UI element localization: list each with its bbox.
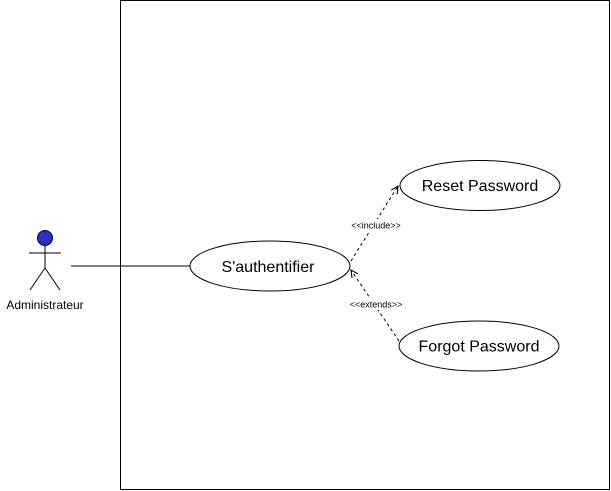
use-case-authenticate-label: S'authentifier	[222, 259, 316, 276]
actor-head	[37, 230, 53, 246]
actor-administrateur[interactable]: Administrateur	[6, 230, 84, 313]
use-case-authenticate[interactable]: S'authentifier	[189, 240, 351, 292]
use-case-authenticate-ellipse	[189, 240, 351, 292]
include-label: <<include>>	[351, 221, 401, 231]
use-case-reset-password-ellipse	[399, 160, 561, 211]
system-boundary	[120, 0, 610, 490]
actor-left-leg	[29, 267, 46, 291]
actor-right-leg	[44, 267, 61, 291]
actor-label: Administrateur	[6, 298, 83, 312]
use-case-forgot-password-label: Forgot Password	[419, 339, 540, 356]
use-case-forgot-password-ellipse	[398, 320, 560, 372]
extends-label: <<extends>>	[350, 300, 403, 310]
extends-label-bg	[342, 298, 410, 310]
use-case-reset-password[interactable]: Reset Password	[399, 160, 561, 211]
include-label-bg	[343, 219, 409, 231]
use-case-forgot-password[interactable]: Forgot Password	[398, 320, 560, 372]
use-case-reset-password-label: Reset Password	[422, 178, 539, 195]
